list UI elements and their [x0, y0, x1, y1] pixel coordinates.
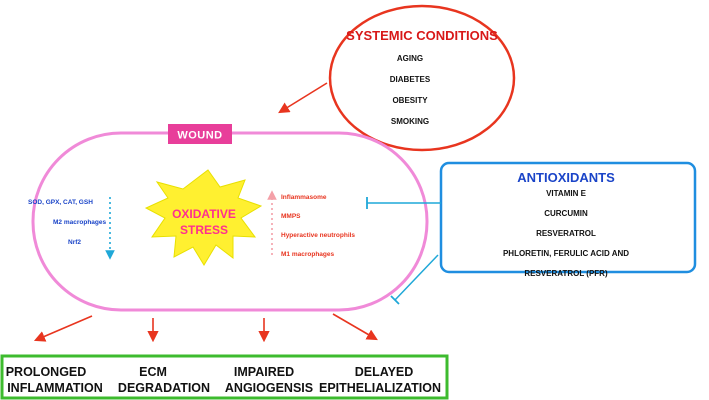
antioxidant-item: RESVERATROL (PFR) [524, 269, 608, 278]
outcomes-box [0, 354, 449, 400]
arrow-to-outcome-1 [33, 315, 93, 342]
systemic-conditions-group: SYSTEMIC CONDITIONS AGING DIABETES OBESI… [328, 4, 516, 152]
wound-label: WOUND [177, 130, 222, 142]
increased-factor: MMPS [281, 213, 301, 220]
inhibition-line-2 [390, 254, 439, 305]
outcomes-group: PROLONGED INFLAMMATION ECM DEGRADATION I… [0, 354, 449, 400]
outcome-line: IMPAIRED [234, 365, 294, 379]
antioxidant-item: VITAMIN E [546, 189, 587, 198]
outcome-line: ECM [139, 365, 167, 379]
antioxidant-item: RESVERATROL [536, 229, 596, 238]
outcome-line: EPITHELIALIZATION [319, 381, 441, 395]
outcome-line: ANGIOGENSIS [225, 381, 313, 395]
outcome-line: INFLAMMATION [7, 381, 103, 395]
wound-group: WOUND SOD, GPX, CAT, GSH M2 macrophages … [28, 124, 429, 312]
systemic-item: DIABETES [390, 75, 431, 84]
systemic-conditions-ellipse [328, 4, 516, 152]
oxidative-stress-label: STRESS [180, 223, 228, 237]
arrow-to-outcome-4 [332, 313, 378, 341]
antioxidants-title: ANTIOXIDANTS [517, 170, 615, 185]
decreased-factor: Nrf2 [68, 239, 81, 246]
wound-label-box [168, 124, 232, 144]
increased-factor: M1 macrophages [281, 251, 334, 258]
antioxidant-item: CURCUMIN [544, 209, 588, 218]
systemic-item: OBESITY [392, 96, 428, 105]
oxidative-stress-label: OXIDATIVE [172, 207, 236, 221]
systemic-conditions-title: SYSTEMIC CONDITIONS [346, 28, 498, 43]
increased-factor: Hyperactive neutrophils [281, 232, 355, 239]
decreased-factor: M2 macrophages [53, 219, 106, 226]
antioxidant-item: PHLORETIN, FERULIC ACID AND [503, 249, 629, 258]
systemic-item: SMOKING [391, 117, 429, 126]
antioxidants-box [439, 161, 697, 274]
arrow-systemic-to-wound [278, 82, 328, 114]
outcome-line: DELAYED [355, 365, 414, 379]
inhibition-line-1 [366, 197, 441, 209]
increased-factor: Inflammasome [281, 194, 327, 201]
outcome-line: DEGRADATION [118, 381, 210, 395]
outcome-line: PROLONGED [6, 365, 87, 379]
antioxidants-group: ANTIOXIDANTS VITAMIN E CURCUMIN RESVERAT… [439, 161, 697, 278]
systemic-item: AGING [397, 54, 423, 63]
oxidative-stress-star [144, 169, 263, 266]
decreased-factor: SOD, GPX, CAT, GSH [28, 199, 93, 206]
